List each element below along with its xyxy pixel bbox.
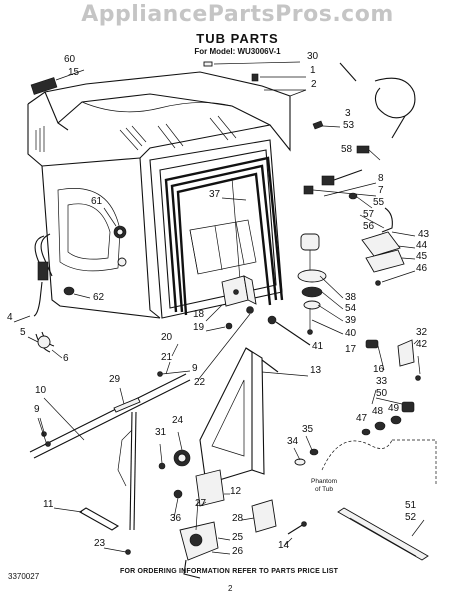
part-label-38: 38 bbox=[345, 292, 357, 303]
part-label-17: 17 bbox=[345, 344, 357, 355]
part-label-32: 32 bbox=[416, 327, 428, 338]
part-label-9: 9 bbox=[192, 363, 198, 374]
part-label-57: 57 bbox=[363, 209, 375, 220]
small-parts-16-42 bbox=[365, 339, 421, 381]
phantom-tub-note: Phantom of Tub bbox=[311, 478, 337, 494]
pump-motor-parts-24-36 bbox=[158, 431, 230, 519]
part-label-16: 16 bbox=[373, 364, 385, 375]
part-label-7: 7 bbox=[378, 185, 384, 196]
part-label-58: 58 bbox=[341, 144, 353, 155]
part-label-49: 49 bbox=[388, 403, 400, 414]
part-label-31: 31 bbox=[155, 427, 167, 438]
pump-parts-25-26 bbox=[179, 499, 231, 579]
part-label-23: 23 bbox=[94, 538, 106, 549]
part-label-24: 24 bbox=[172, 415, 184, 426]
part-label-20: 20 bbox=[161, 332, 173, 343]
ordering-info-footer: FOR ORDERING INFORMATION REFER TO PARTS … bbox=[120, 568, 339, 575]
part-label-51: 51 bbox=[405, 500, 417, 511]
part-number-labels: 6015301235358875557564344454637616245620… bbox=[7, 51, 430, 557]
part-label-10: 10 bbox=[35, 385, 47, 396]
part-label-15: 15 bbox=[68, 67, 80, 78]
phantom-note-line-2: of Tub bbox=[314, 486, 334, 493]
part-label-36: 36 bbox=[170, 513, 182, 524]
harness-part-3 bbox=[339, 62, 416, 139]
part-label-34: 34 bbox=[287, 436, 299, 447]
part-label-27: 27 bbox=[195, 498, 207, 509]
leader-lines bbox=[165, 89, 385, 405]
lower-rail-parts-10-29 bbox=[29, 370, 191, 459]
part-label-50: 50 bbox=[376, 388, 388, 399]
part-label-47: 47 bbox=[356, 413, 368, 424]
part-label-44: 44 bbox=[416, 240, 428, 251]
part-label-39: 39 bbox=[345, 315, 357, 326]
part-label-43: 43 bbox=[418, 229, 430, 240]
part-label-1: 1 bbox=[310, 65, 316, 76]
clip-parts-1-30 bbox=[203, 61, 306, 91]
part-label-56: 56 bbox=[363, 221, 375, 232]
part-label-52: 52 bbox=[405, 512, 417, 523]
part-label-30: 30 bbox=[307, 51, 319, 62]
float-assembly-parts-38-40 bbox=[297, 233, 344, 335]
tub-interior bbox=[189, 177, 257, 281]
part-label-19: 19 bbox=[193, 322, 205, 333]
side-panel-part-13 bbox=[199, 347, 309, 485]
part-label-26: 26 bbox=[232, 546, 244, 557]
part-label-42: 42 bbox=[416, 339, 428, 350]
left-fittings-61-62 bbox=[63, 207, 127, 299]
part-label-45: 45 bbox=[416, 251, 428, 262]
part-label-25: 25 bbox=[232, 532, 244, 543]
part-label-6: 6 bbox=[63, 353, 69, 364]
part-label-18: 18 bbox=[193, 309, 205, 320]
connector-parts-47-50 bbox=[361, 397, 415, 436]
part-label-5: 5 bbox=[20, 327, 26, 338]
latch-bracket-part-60 bbox=[30, 69, 85, 95]
bracket-parts-43-46 bbox=[361, 207, 416, 286]
phantom-tub-outline bbox=[321, 439, 437, 484]
part-label-8: 8 bbox=[378, 173, 384, 184]
part-label-37: 37 bbox=[209, 189, 221, 200]
part-label-14: 14 bbox=[278, 540, 290, 551]
page-number: 2 bbox=[228, 584, 233, 593]
model-number: For Model: WU3006V-1 bbox=[194, 47, 281, 56]
drain-hose-parts-4-6 bbox=[13, 233, 63, 359]
base-rail-part-11 bbox=[53, 411, 137, 555]
bottom-rail-parts-51-52 bbox=[337, 507, 429, 561]
door-gasket bbox=[164, 156, 284, 316]
diagram-title: TUB PARTS bbox=[196, 31, 279, 46]
part-label-29: 29 bbox=[109, 374, 121, 385]
part-label-41: 41 bbox=[312, 341, 324, 352]
part-label-55: 55 bbox=[373, 197, 385, 208]
part-label-61: 61 bbox=[91, 196, 103, 207]
tub-shell bbox=[27, 71, 291, 319]
part-label-2: 2 bbox=[311, 79, 317, 90]
hardware-14-34-35 bbox=[283, 435, 319, 547]
part-label-33: 33 bbox=[376, 376, 388, 387]
part-label-62: 62 bbox=[93, 292, 105, 303]
bracket-part-28 bbox=[241, 499, 277, 533]
part-label-35: 35 bbox=[302, 424, 314, 435]
part-label-12: 12 bbox=[230, 486, 242, 497]
part-label-53: 53 bbox=[343, 120, 355, 131]
part-label-21: 21 bbox=[161, 352, 173, 363]
document-number: 3370027 bbox=[8, 572, 40, 581]
fittings-right bbox=[303, 120, 381, 209]
part-label-22: 22 bbox=[194, 377, 206, 388]
part-label-13: 13 bbox=[310, 365, 322, 376]
phantom-note-line-1: Phantom bbox=[311, 478, 338, 485]
part-label-54: 54 bbox=[345, 303, 357, 314]
part-label-28: 28 bbox=[232, 513, 244, 524]
part-label-9: 9 bbox=[34, 404, 40, 415]
center-bracket-part-18 bbox=[197, 275, 311, 381]
part-label-40: 40 bbox=[345, 328, 357, 339]
part-label-3: 3 bbox=[345, 108, 351, 119]
part-label-60: 60 bbox=[64, 54, 76, 65]
part-label-46: 46 bbox=[416, 263, 428, 274]
part-label-4: 4 bbox=[7, 312, 13, 323]
part-label-11: 11 bbox=[43, 499, 54, 510]
part-label-48: 48 bbox=[372, 406, 384, 417]
